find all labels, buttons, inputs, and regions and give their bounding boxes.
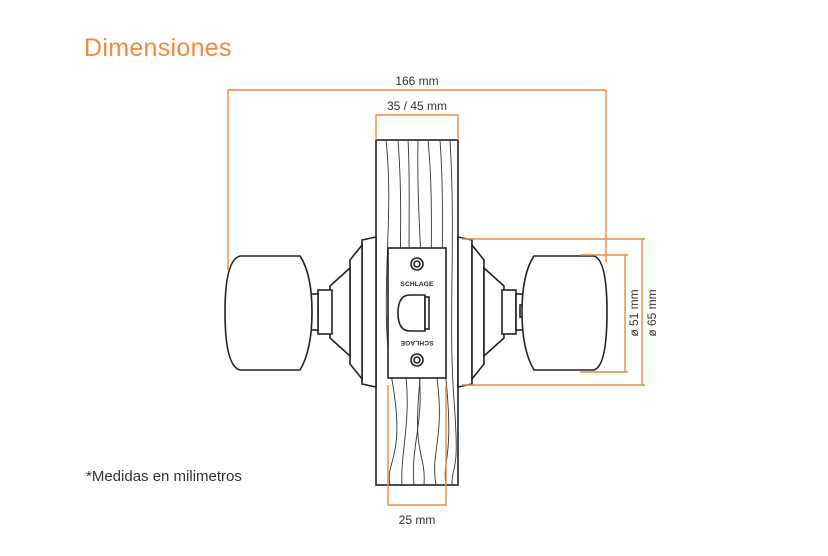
rosette-diameter-label: ø 65 mm: [645, 289, 659, 336]
latch-faceplate: SCHLAGE SCHLAGE: [387, 247, 447, 379]
brand-marking-bottom: SCHLAGE: [400, 339, 434, 346]
brand-marking-top: SCHLAGE: [400, 281, 434, 288]
units-note: *Medidas en milimetros: [86, 468, 242, 485]
knob-diameter-label: ø 51 mm: [627, 289, 641, 336]
total-width-label: 166 mm: [395, 74, 438, 88]
page-title: Dimensiones: [84, 34, 232, 62]
right-knob-assembly: [457, 236, 608, 388]
dimension-lines: [227, 89, 645, 506]
faceplate-width-label: 25 mm: [399, 513, 436, 527]
left-knob-assembly: [224, 236, 377, 388]
door-thickness-label: 35 / 45 mm: [387, 99, 447, 113]
